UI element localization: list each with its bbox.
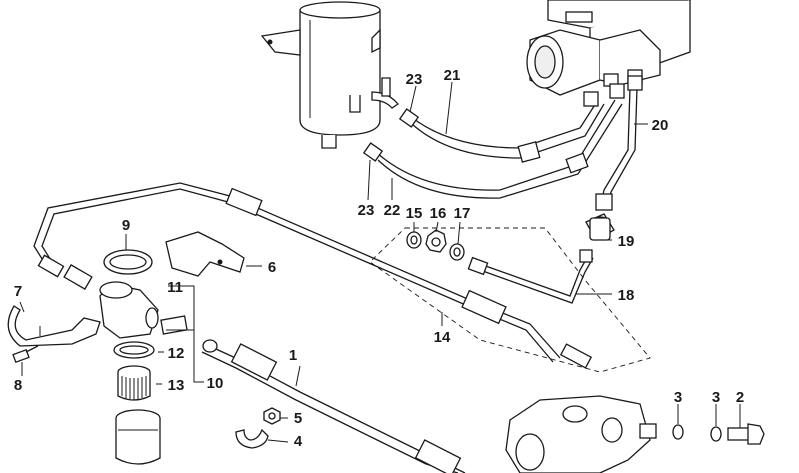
hose-1	[201, 339, 466, 473]
canister-10	[115, 409, 161, 465]
callout-20: 20	[652, 117, 669, 134]
callout-8: 8	[14, 377, 22, 394]
banjo-bolt-2	[727, 423, 765, 445]
fluid-reservoir	[260, 1, 399, 149]
screw-8	[12, 345, 39, 363]
callout-7: 7	[14, 283, 22, 300]
nut-5	[263, 407, 281, 425]
leader-lines	[19, 81, 741, 443]
filter-insert-13	[117, 365, 151, 401]
washer-3a	[672, 424, 684, 440]
clip-4	[235, 428, 269, 449]
callout-1: 1	[289, 347, 297, 364]
washer-17	[449, 243, 465, 261]
callout-21: 21	[444, 67, 461, 84]
banjo-bolt-16	[425, 229, 447, 253]
line-18	[467, 249, 594, 304]
callout-6: 6	[268, 259, 276, 276]
callout-19: 19	[618, 233, 635, 250]
callout-16: 16	[430, 205, 447, 222]
callout-9: 9	[122, 217, 130, 234]
callout-2: 2	[736, 389, 744, 406]
hose-21	[398, 91, 605, 163]
clamp-7	[7, 305, 101, 347]
o-ring-12	[113, 341, 155, 359]
callout-12: 12	[168, 345, 185, 362]
callout-11: 11	[167, 279, 183, 296]
return-line-14	[33, 182, 593, 369]
pressure-line-20	[595, 75, 643, 211]
callout-23b: 23	[358, 202, 375, 219]
callout-4: 4	[294, 433, 303, 450]
hose-22	[362, 83, 625, 199]
callout-13: 13	[168, 377, 185, 394]
filter-housing-11	[99, 281, 188, 339]
callout-15: 15	[406, 205, 423, 222]
callout-10: 10	[207, 375, 224, 392]
callout-23a: 23	[406, 71, 423, 88]
subassembly-outline	[369, 227, 651, 373]
ring-9	[103, 249, 153, 275]
steering-pump	[526, 0, 692, 96]
callout-3a: 3	[674, 389, 682, 406]
callout-14: 14	[434, 329, 451, 346]
callout-3b: 3	[712, 389, 720, 406]
washer-3b	[710, 426, 722, 442]
callout-22: 22	[384, 202, 401, 219]
bracket-6	[165, 231, 245, 277]
washer-15	[406, 231, 422, 249]
callout-5: 5	[294, 410, 302, 427]
damper-19	[585, 213, 615, 241]
callout-18: 18	[618, 287, 635, 304]
callout-17: 17	[454, 205, 471, 222]
steering-gear	[505, 395, 657, 473]
